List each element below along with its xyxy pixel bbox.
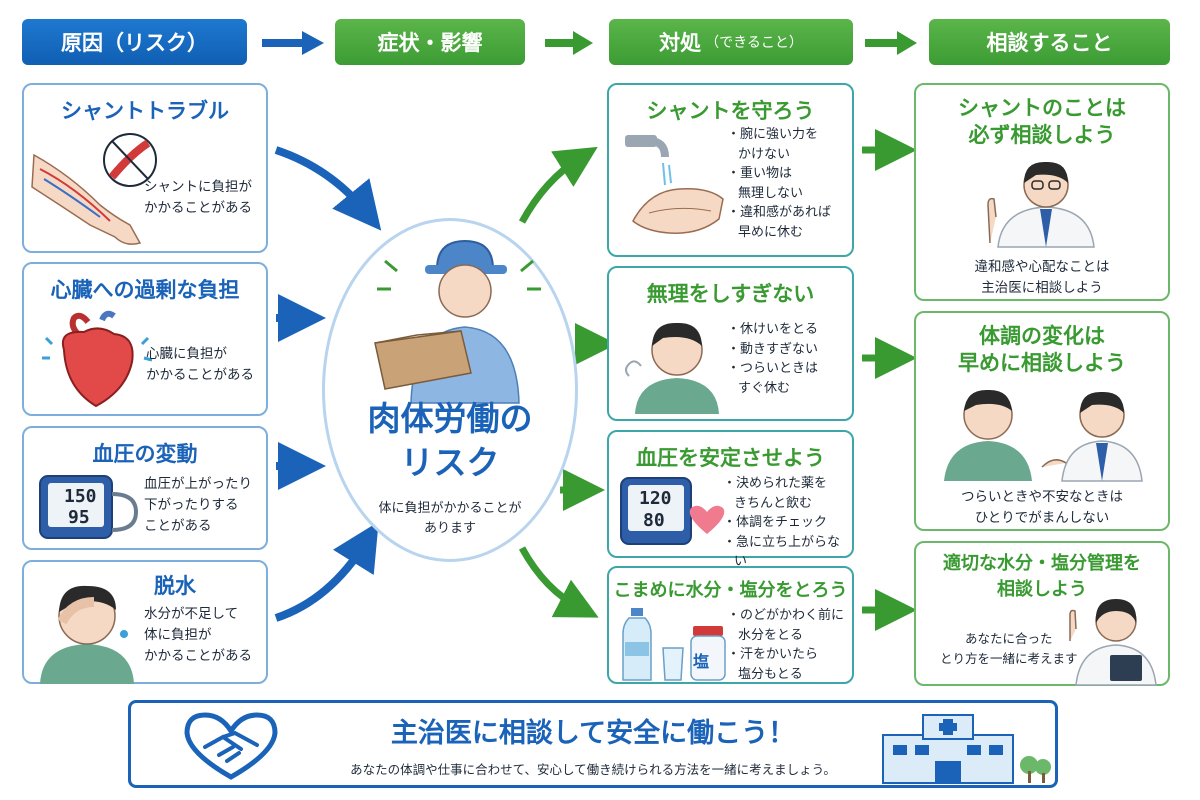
header-causes: 原因（リスク） — [22, 19, 247, 65]
bp1-bottom: 95 — [68, 507, 90, 528]
water-bottle-salt-icon — [622, 608, 726, 681]
tired-person-icon — [40, 585, 134, 684]
consult-text-line: ひとりでがまんしない — [974, 510, 1110, 526]
action-title: シャントを守ろう — [646, 99, 815, 123]
bullet-item: 急に立ち上がらない — [723, 533, 852, 572]
cause-card-heart: 心臓への過剰な負担 心臓に負担が かかることがある — [22, 262, 268, 416]
header-arrow-1 — [262, 31, 324, 55]
center-risk-oval: 肉体労働の リスク 体に負担がかかることが あります — [322, 218, 578, 562]
consult-text-line: 違和感や心配なことは — [974, 259, 1110, 275]
center-sub-line: あります — [423, 521, 476, 536]
cause-card-dehydration: 脱水 水分が不足して 体に負担が かかることがある — [22, 560, 268, 684]
bullet-item: 休けいをとる — [727, 320, 818, 340]
heart-organ-icon — [42, 310, 153, 408]
banner-text: あなたの体調や仕事に合わせて、安心して働き続けられる方法を一緒に考えましょう。 — [350, 762, 836, 777]
header-actions: 対処（できること） — [609, 19, 853, 65]
consult-text-line: とり方を一緒に考えます — [940, 651, 1078, 666]
cause-text-line: 水分が不足して — [144, 606, 239, 622]
header-consult: 相談すること — [929, 19, 1170, 65]
bp2-bottom: 80 — [643, 510, 665, 531]
bp-monitor-heart-icon — [620, 477, 725, 545]
worker-with-box-icon — [374, 239, 541, 404]
cause-text-line: ことがある — [144, 518, 212, 534]
consult-text-line: つらいときや不安なときは — [961, 489, 1123, 505]
bp2-top: 120 — [639, 488, 672, 509]
cause-card-blood-pressure: 血圧の変動 150 95 血圧が上がったり 下がったりする ことがある — [22, 426, 268, 550]
header-symptoms: 症状・影響 — [335, 19, 525, 65]
action-title: こまめに水分・塩分をとろう — [613, 580, 848, 601]
consult-card-shunt: シャントのことは 必ず相談しよう 違和感や心配なことは 主治医に相談しよう — [914, 83, 1170, 301]
consult-card-condition: 体調の変化は 早めに相談しよう つらいときや不安なときは ひとりでがまんしない — [914, 311, 1170, 531]
cause-card-shunt: シャントトラブル シャントに負担が かかることがある — [22, 83, 268, 253]
cause-text-line: シャントに負担が — [144, 179, 252, 195]
consult-title-line: 相談しよう — [997, 579, 1087, 600]
salt-label: 塩 — [693, 652, 710, 671]
consult-title-line: 必ず相談しよう — [968, 123, 1116, 147]
cause-title: 脱水 — [154, 574, 196, 598]
patient-doctor-icon — [944, 389, 1143, 482]
arm-shunt-icon — [31, 133, 157, 245]
consult-card-water-salt: 適切な水分・塩分管理を 相談しよう あなたに合った とり方を一緒に考えます — [914, 541, 1170, 686]
header-arrow-2 — [545, 31, 593, 55]
bottom-banner: 主治医に相談して安全に働こう！ あなたの体調や仕事に合わせて、安心して働き続けら… — [128, 700, 1058, 788]
cause-text-line: 心臓に負担が — [146, 346, 227, 362]
nurse-with-clipboard-icon — [1069, 599, 1157, 686]
cause-title: 血圧の変動 — [92, 442, 198, 466]
consult-text-line: あなたに合った — [965, 631, 1053, 646]
action-title: 無理をしすぎない — [646, 282, 815, 306]
center-title-line2: リスク — [400, 443, 500, 482]
cause-text-line: 血圧が上がったり — [144, 476, 252, 492]
cause-text-line: 下がったりする — [144, 497, 239, 513]
cause-text-line: かかることがある — [144, 200, 252, 216]
consult-text-line: 主治医に相談しよう — [981, 280, 1103, 296]
bp-monitor-icon — [39, 475, 139, 539]
center-title-line1: 肉体労働の — [367, 399, 533, 438]
banner-title: 主治医に相談して安全に働こう！ — [390, 718, 796, 749]
center-sub-line: 体に負担がかかることが — [378, 501, 522, 516]
cause-title: シャントトラブル — [61, 99, 229, 123]
consult-title-line: 早めに相談しよう — [958, 351, 1126, 375]
consult-title-line: 適切な水分・塩分管理を — [943, 553, 1141, 574]
consult-title-line: 体調の変化は — [979, 324, 1105, 348]
cause-text-line: かかることがある — [144, 648, 252, 664]
cause-text-line: かかることがある — [146, 367, 254, 383]
doctor-icon — [987, 161, 1095, 248]
header-arrow-3 — [865, 31, 917, 55]
hospital-building-icon — [882, 714, 1051, 784]
action-title: 血圧を安定させよう — [636, 446, 825, 470]
bullet-item: 動きすぎない — [727, 340, 818, 360]
cause-text-line: 体に負担が — [144, 627, 212, 643]
bp1-top: 150 — [64, 486, 97, 507]
resting-person-icon — [625, 322, 719, 414]
bullet-item: 体調をチェック — [723, 513, 852, 533]
cause-title: 心臓への過剰な負担 — [50, 278, 240, 302]
consult-title-line: シャントのことは — [958, 96, 1126, 120]
faucet-hands-icon — [625, 135, 724, 234]
handshake-heart-icon — [184, 712, 278, 780]
